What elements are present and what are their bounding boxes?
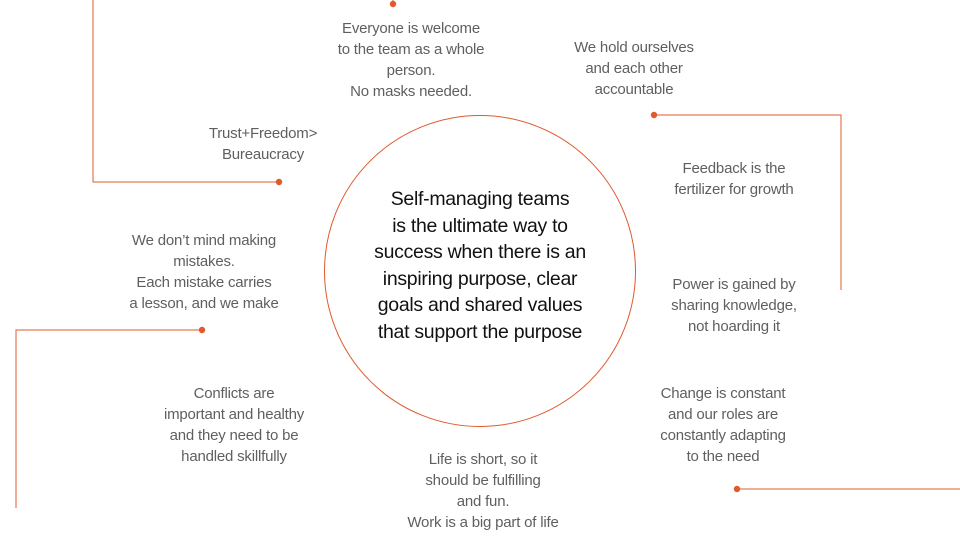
center-statement: Self-managing teams is the ultimate way …: [374, 188, 586, 343]
value-welcome: Everyone is welcome to the team as a who…: [337, 20, 485, 100]
value-power: Power is gained by sharing knowledge, no…: [671, 276, 797, 335]
value-life: Life is short, so it should be fulfillin…: [407, 451, 559, 531]
connector-line-top-left: [92, 0, 279, 183]
connector-line-right: [654, 114, 842, 290]
value-feedback: Feedback is the fertilizer for growth: [674, 160, 794, 198]
center-circle: [324, 115, 636, 427]
connector-line-left: [15, 329, 202, 508]
value-trust: Trust+Freedom> Bureaucracy: [208, 125, 318, 163]
value-accountable: We hold ourselves and each other account…: [574, 39, 694, 98]
connector-dot-accountable: [650, 111, 658, 119]
connector-dot-top: [389, 0, 397, 8]
connector-dot-change: [733, 485, 741, 493]
connector-dot-mistakes: [198, 326, 206, 334]
value-conflicts: Conflicts are important and healthy and …: [163, 385, 305, 465]
value-mistakes: We don’t mind making mistakes. Each mist…: [129, 232, 279, 312]
value-change: Change is constant and our roles are con…: [660, 385, 786, 465]
connector-dot-trust: [275, 178, 283, 186]
